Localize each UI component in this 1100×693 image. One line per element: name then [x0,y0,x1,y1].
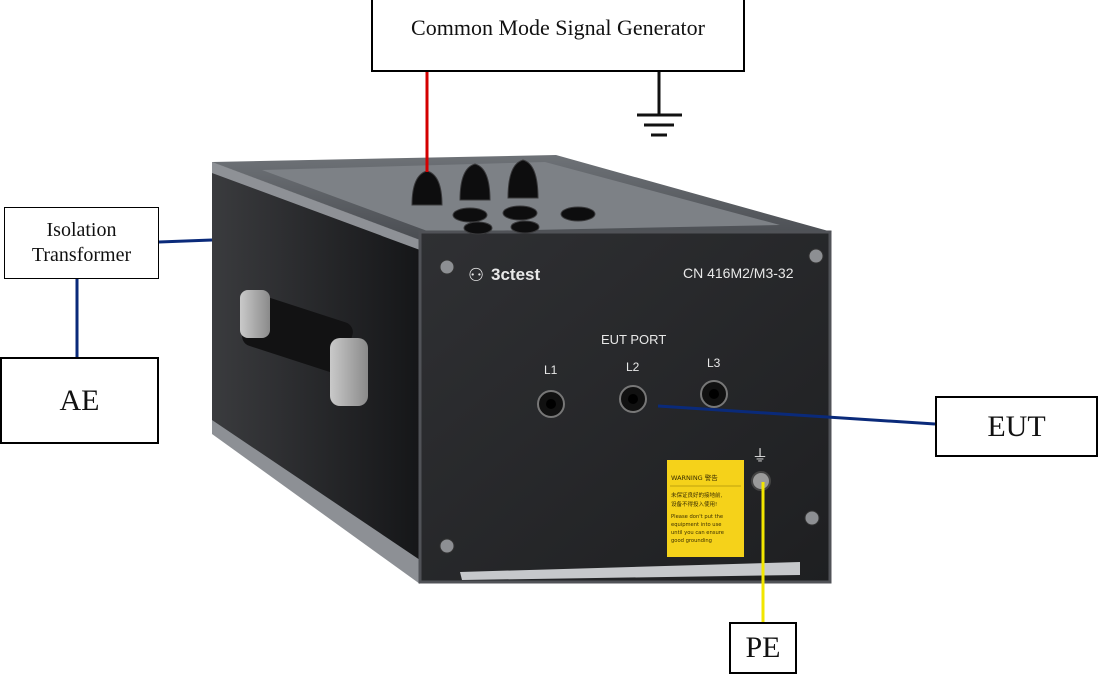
warning-sticker-background [667,460,744,557]
device-side-panel [212,162,420,582]
screw-top-left [439,259,455,275]
warning-english-line-4: good grounding [671,538,712,544]
screw-top-right [808,248,824,264]
warning-english-line-2: equipment into use [671,522,722,528]
eut-label: EUT [987,409,1046,443]
port-label-l1: L1 [544,363,558,377]
isolation-to-device-line [158,238,213,244]
ground-earth-icon [637,72,682,137]
port-jack-l2-hole [628,394,638,404]
warning-english-line-3: until you can ensure [671,530,724,536]
eut-ports [537,380,728,418]
isolation-transformer-box: Isolation Transformer [4,207,159,279]
eut-box: EUT [935,396,1098,457]
top-connector-3 [507,159,539,199]
pe-label: PE [745,631,781,664]
top-socket-1 [452,207,488,223]
device-side-rail-top [212,162,420,250]
ae-box: AE [0,357,159,444]
pe-box: PE [729,622,797,674]
port-label-l2: L2 [626,360,640,374]
warning-english-line-1: Please don't put the [671,514,723,520]
eut-connection-line [657,404,936,426]
isolation-label-line-1: Isolation [46,219,117,241]
eut-port-title: EUT PORT [601,332,666,347]
connection-lines [75,72,936,622]
handle-bracket-right [330,338,368,406]
carry-handle[interactable] [240,290,368,406]
warning-chinese-line-1: 未保证良好的接地前, [671,491,723,499]
warning-chinese-line-2: 设备不得投入使用! [671,500,717,508]
ground-symbol-icon: ⏚ [752,447,768,465]
generator-label-box: Common Mode Signal Generator [371,0,745,72]
isolation-label-line-2: Transformer [31,244,132,266]
device-body: ⚇ 3ctest CN 416M2/M3-32 EUT PORT L1 L2 L… [212,155,832,584]
top-socket-5 [510,220,540,234]
top-connector-2 [459,163,491,201]
device-bottom-rail [460,562,800,580]
top-socket-2 [502,205,538,221]
port-jack-l3-hole [709,389,719,399]
isolation-transformer-label: Isolation Transformer [32,218,131,268]
brand-name: 3ctest [491,265,540,284]
warning-title: WARNING 警告 [671,473,718,482]
port-label-l3: L3 [707,356,721,370]
device-side-rail-bottom [212,420,420,584]
model-number: CN 416M2/M3-32 [683,265,794,281]
generator-label: Common Mode Signal Generator [411,15,705,40]
screw-bottom-left [439,538,455,554]
screw-bottom-right [804,510,820,526]
device-front-frame [418,230,832,584]
pe-terminal[interactable] [751,471,771,491]
warning-sticker: WARNING 警告 未保证良好的接地前, 设备不得投入使用! Please d… [667,460,744,557]
handle-bracket-left [240,290,270,338]
top-socket-4 [463,221,493,235]
ae-label: AE [59,383,100,417]
brand-logo-icon: ⚇ [468,265,484,286]
port-jack-l1-hole [546,399,556,409]
top-socket-3 [560,206,596,222]
